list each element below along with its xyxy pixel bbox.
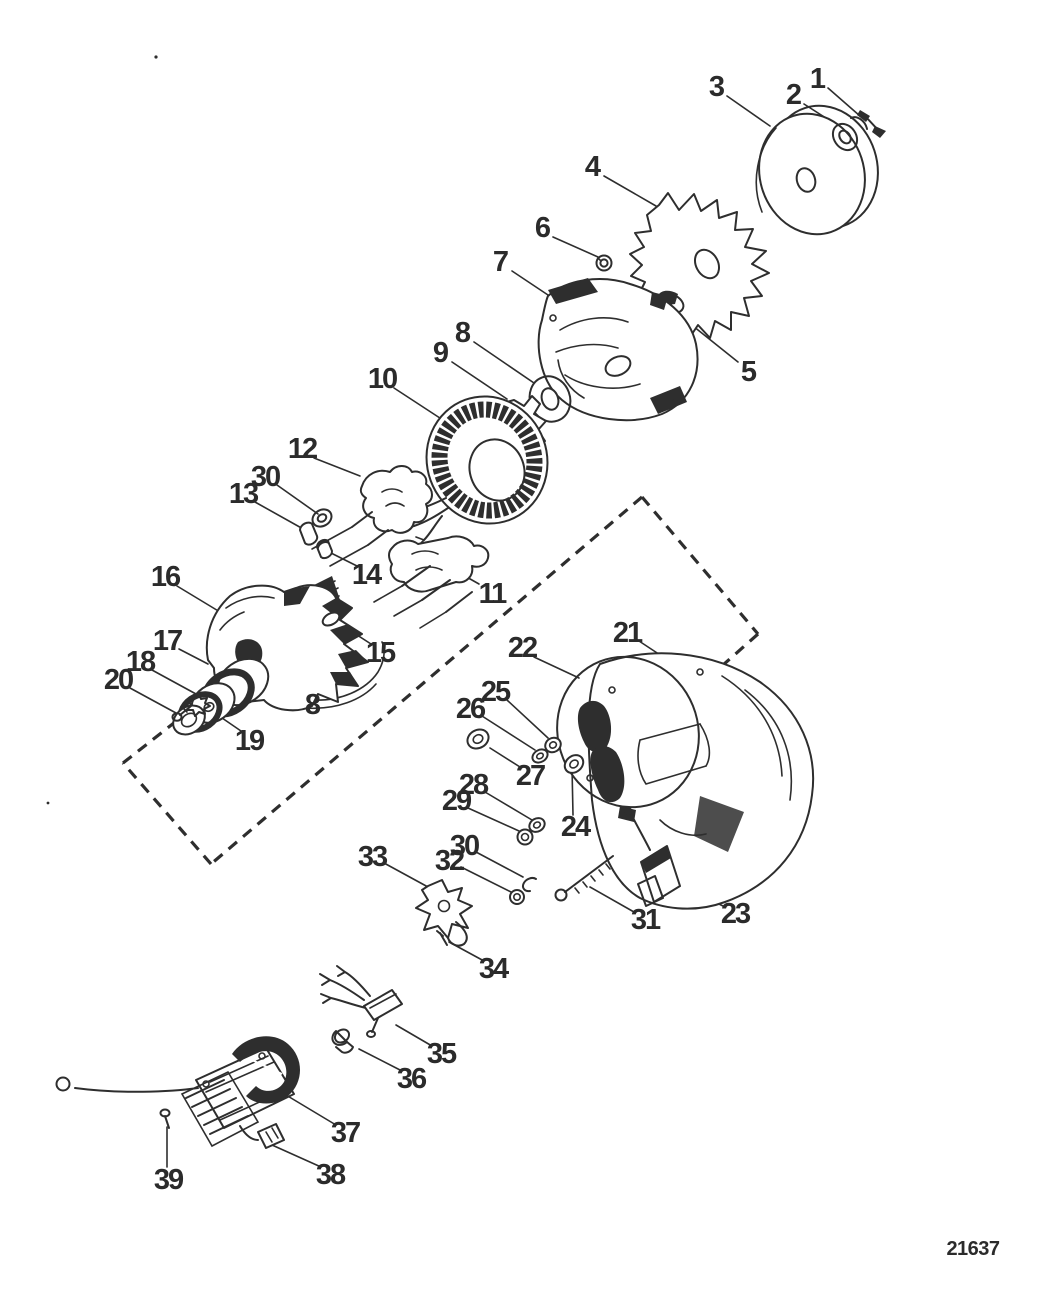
callout-6: 6 xyxy=(535,212,551,244)
callout-18: 18 xyxy=(126,646,156,678)
callout-5: 5 xyxy=(741,356,757,388)
callout-37: 37 xyxy=(331,1117,360,1149)
callout-38: 38 xyxy=(316,1159,346,1191)
pulley-part xyxy=(755,104,879,236)
callout-25: 25 xyxy=(481,676,511,708)
leader-lines xyxy=(129,87,861,1168)
clip-washer-screw-group xyxy=(171,693,215,722)
callout-4: 4 xyxy=(585,151,601,183)
callout-8-rotor: 8 xyxy=(305,689,321,721)
callout-39: 39 xyxy=(154,1164,184,1196)
callout-8-front: 8 xyxy=(455,317,471,349)
scan-specks xyxy=(46,55,158,805)
wiring-harness xyxy=(319,965,403,1054)
callout-29: 29 xyxy=(442,785,472,817)
front-end-frame xyxy=(537,278,699,422)
callout-22: 22 xyxy=(508,632,537,664)
callout-24: 24 xyxy=(561,811,591,843)
callout-31: 31 xyxy=(631,904,661,936)
callout-32: 32 xyxy=(435,845,464,877)
callout-14: 14 xyxy=(352,559,382,591)
callout-30-upper: 30 xyxy=(251,461,280,493)
callout-21: 21 xyxy=(613,617,643,649)
through-bolt xyxy=(554,855,614,902)
rear-end-cap xyxy=(556,652,815,910)
callout-13: 13 xyxy=(229,478,259,510)
regulator-assembly xyxy=(55,1036,300,1149)
ground-bracket xyxy=(415,879,473,947)
callout-15: 15 xyxy=(366,637,396,669)
callout-20: 20 xyxy=(104,664,133,696)
callout-23: 23 xyxy=(721,898,751,930)
drawing-number: 21637 xyxy=(946,1238,999,1260)
callout-labels: 1 2 3 4 5 6 7 8 9 10 11 12 13 30 14 15 1… xyxy=(104,63,828,1196)
callout-16: 16 xyxy=(151,561,181,593)
callout-19: 19 xyxy=(235,725,265,757)
fastener-washers-1-2 xyxy=(831,110,886,152)
callout-2: 2 xyxy=(786,79,801,111)
stator-part xyxy=(399,395,549,547)
callout-10: 10 xyxy=(368,363,397,395)
callout-30-lower: 30 xyxy=(450,830,479,862)
callout-26: 26 xyxy=(456,693,486,725)
callout-11: 11 xyxy=(479,578,508,610)
capacitor-part xyxy=(624,807,681,907)
callout-7: 7 xyxy=(493,246,508,278)
callout-28: 28 xyxy=(459,769,489,801)
callout-9: 9 xyxy=(433,337,449,369)
sleeve-washer-hardware xyxy=(298,508,333,560)
callout-1: 1 xyxy=(810,63,826,95)
callout-12: 12 xyxy=(288,433,317,465)
callout-17: 17 xyxy=(153,625,182,657)
terminal-hardware-stack xyxy=(466,728,585,905)
callout-35: 35 xyxy=(427,1038,457,1070)
brush-holder-lower xyxy=(373,535,490,629)
callout-33: 33 xyxy=(358,841,388,873)
callout-27: 27 xyxy=(516,760,545,792)
callout-34: 34 xyxy=(479,953,509,985)
callout-3: 3 xyxy=(709,71,725,103)
key-pellet xyxy=(321,611,341,627)
nut-part-6 xyxy=(595,254,613,272)
callout-36: 36 xyxy=(397,1063,427,1095)
brush-holder-upper xyxy=(311,465,433,567)
